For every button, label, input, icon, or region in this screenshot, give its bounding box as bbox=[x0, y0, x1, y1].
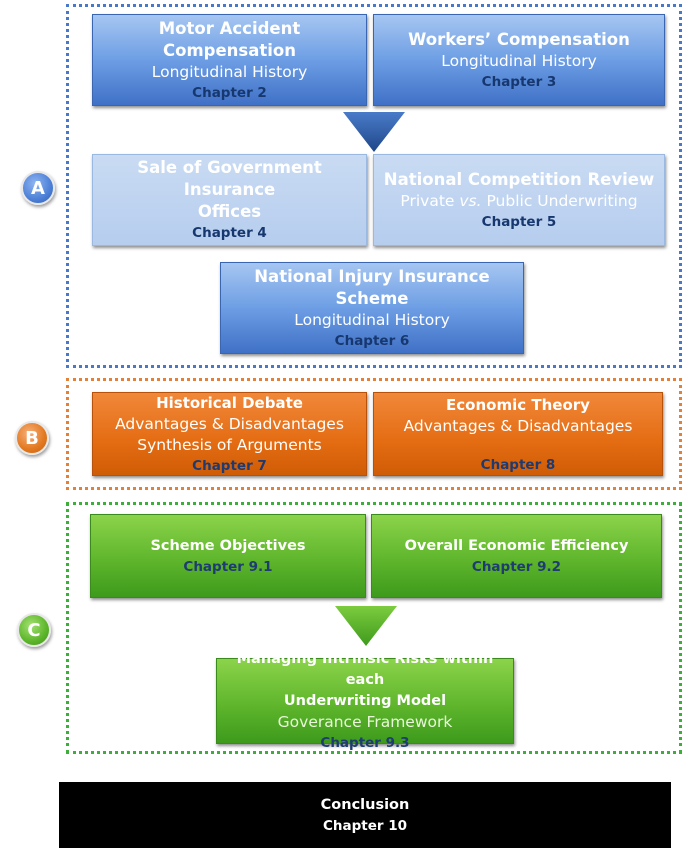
workers-compensation-chapter: Chapter 3 bbox=[481, 73, 557, 90]
down-arrow-green bbox=[335, 606, 397, 646]
competition-subtitle-pre: Private bbox=[400, 191, 460, 210]
niis-chapter: Chapter 6 bbox=[334, 332, 410, 349]
historical-debate-line2: Synthesis of Arguments bbox=[137, 435, 322, 454]
scheme-objectives-title: Scheme Objectives bbox=[150, 537, 306, 554]
economic-theory-box: Economic Theory Advantages & Disadvantag… bbox=[373, 392, 663, 476]
workers-compensation-box: Workers’ Compensation Longitudinal Histo… bbox=[373, 14, 665, 106]
section-a-region bbox=[66, 4, 682, 368]
sale-government-offices-box: Sale of Government Insurance Offices Cha… bbox=[92, 154, 367, 246]
section-b-label: B bbox=[15, 421, 49, 455]
sale-government-chapter: Chapter 4 bbox=[192, 225, 267, 241]
sale-government-title-line2: Offices bbox=[197, 202, 262, 221]
managing-risks-subtitle: Goverance Framework bbox=[277, 713, 453, 731]
section-a-label: A bbox=[21, 171, 55, 205]
motor-accident-title: Motor Accident Compensation bbox=[158, 18, 301, 60]
historical-debate-box: Historical Debate Advantages & Disadvant… bbox=[92, 392, 367, 476]
economic-efficiency-title: Overall Economic Efficiency bbox=[404, 537, 629, 554]
economic-theory-line1: Advantages & Disadvantages bbox=[403, 417, 633, 435]
niis-subtitle: Longitudinal History bbox=[294, 310, 450, 329]
section-c-label: C bbox=[17, 613, 51, 647]
managing-risks-title-line1: Managing Intrinsic Risks within each bbox=[236, 651, 494, 688]
conclusion-box: Conclusion Chapter 10 bbox=[59, 782, 671, 848]
scheme-objectives-box: Scheme Objectives Chapter 9.1 bbox=[90, 514, 366, 598]
motor-accident-chapter: Chapter 2 bbox=[192, 84, 267, 101]
workers-compensation-subtitle: Longitudinal History bbox=[441, 51, 597, 70]
economic-theory-title: Economic Theory bbox=[446, 396, 590, 414]
conclusion-chapter: Chapter 10 bbox=[322, 817, 408, 834]
competition-review-subtitle: Private vs. Public Underwriting bbox=[400, 191, 637, 212]
managing-risks-title-line2: Underwriting Model bbox=[283, 693, 447, 709]
conclusion-title: Conclusion bbox=[320, 796, 410, 813]
sale-government-title-line1: Sale of Government Insurance bbox=[137, 158, 322, 199]
managing-intrinsic-risks-box: Managing Intrinsic Risks within each Und… bbox=[216, 651, 514, 751]
competition-subtitle-vs: vs. bbox=[459, 191, 482, 210]
motor-accident-box: Motor Accident Compensation Longitudinal… bbox=[92, 14, 367, 106]
economic-theory-chapter: Chapter 8 bbox=[480, 457, 556, 473]
historical-debate-line1: Advantages & Disadvantages bbox=[115, 414, 344, 433]
economic-efficiency-chapter: Chapter 9.2 bbox=[471, 558, 562, 575]
competition-review-title: National Competition Review bbox=[383, 169, 655, 189]
competition-review-chapter: Chapter 5 bbox=[481, 213, 557, 230]
historical-debate-chapter: Chapter 7 bbox=[192, 457, 267, 474]
section-c-region bbox=[66, 502, 682, 754]
historical-debate-title: Historical Debate bbox=[156, 393, 303, 412]
overall-economic-efficiency-box: Overall Economic Efficiency Chapter 9.2 bbox=[371, 514, 662, 598]
scheme-objectives-chapter: Chapter 9.1 bbox=[183, 558, 273, 575]
workers-compensation-title: Workers’ Compensation bbox=[408, 29, 630, 49]
section-b-region bbox=[66, 378, 682, 490]
managing-risks-chapter: Chapter 9.3 bbox=[320, 735, 410, 751]
national-competition-review-box: National Competition Review Private vs. … bbox=[373, 154, 665, 246]
niis-title: National Injury Insurance Scheme bbox=[254, 266, 490, 308]
national-injury-insurance-box: National Injury Insurance Scheme Longitu… bbox=[220, 262, 524, 354]
motor-accident-subtitle: Longitudinal History bbox=[151, 62, 308, 81]
competition-subtitle-post: Public Underwriting bbox=[481, 191, 638, 210]
down-arrow-blue bbox=[343, 112, 405, 152]
